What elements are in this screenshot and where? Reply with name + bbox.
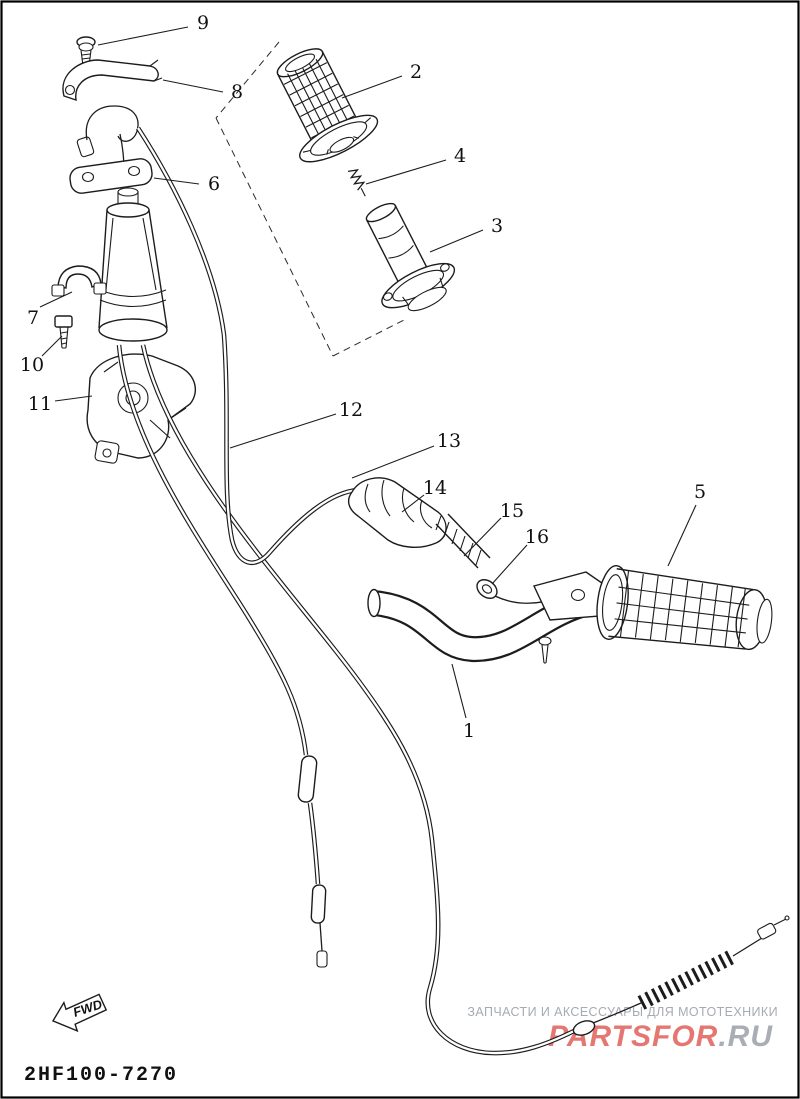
callout-1: 1 [463,720,475,742]
part-code: 2HF100-7270 [24,1064,178,1087]
coil-cable-end [572,915,790,1036]
watermark-brand-main: PARTSFOR [548,1020,718,1053]
cable-throttle-long [140,344,578,1056]
callout-9: 9 [197,12,209,34]
adjuster-15 [435,513,491,569]
bolt-10 [54,315,73,349]
callout-11: 11 [28,393,52,415]
callout-15: 15 [500,500,524,522]
callout-3: 3 [491,215,503,237]
callout-2: 2 [410,61,422,83]
fwd-arrow: FWD [51,993,108,1033]
cable-clutch-12 [116,344,328,968]
cable-boot-housing [98,187,168,342]
callout-8: 8 [231,81,243,103]
watermark-tagline: ЗАПЧАСТИ И АКСЕССУАРЫ ДЛЯ МОТОТЕХНИКИ [467,1005,778,1019]
callout-7: 7 [27,307,39,329]
cable-elbow-6 [69,105,153,194]
boot-14 [347,477,447,548]
callout-16: 16 [525,526,549,548]
throttle-grip-2 [276,48,379,163]
callout-4: 4 [454,145,466,167]
callout-13: 13 [437,430,461,452]
callout-6: 6 [208,173,220,195]
callout-14: 14 [423,477,447,499]
throttle-tube-3 [365,202,456,312]
grip-5 [596,565,773,651]
callouts: 9 8 2 4 6 3 7 10 11 12 13 14 15 16 5 1 [20,12,706,742]
spring-4 [347,169,366,197]
bracket-8 [62,59,163,102]
construction-lines [215,41,405,357]
cable-loop-13 [136,126,359,565]
clamp-7 [51,265,107,297]
bracket-screw [538,636,552,664]
callout-5: 5 [694,481,706,503]
watermark-brand-suffix: .RU [718,1020,773,1053]
nut-16 [476,579,559,604]
callout-12: 12 [339,399,363,421]
leader-lines [39,26,697,719]
callout-10: 10 [20,354,44,376]
